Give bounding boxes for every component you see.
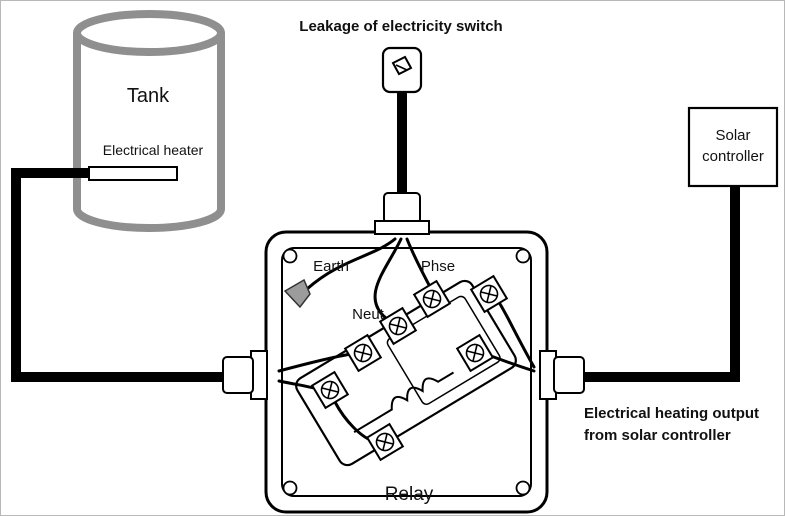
output-note-line1: Electrical heating output [584, 405, 759, 422]
phase-wire [405, 237, 432, 289]
solar-controller-line1: Solar [715, 127, 750, 144]
tank-title: Tank [127, 85, 170, 107]
relay-body-inner-detail [386, 295, 501, 405]
right-cable-gland [539, 350, 585, 400]
heater-element [88, 166, 178, 181]
screw-slot [395, 318, 401, 334]
gland-body [383, 192, 421, 224]
corner-screw [515, 480, 531, 496]
tank-bottom-arc [73, 208, 225, 232]
terminal-screw [455, 333, 495, 373]
right-gland-wire-2 [498, 302, 536, 369]
solar-output-wire [571, 185, 740, 382]
relay-title: Relay [385, 484, 434, 505]
earth-label: Earth [313, 258, 349, 275]
leakage-switch-label: Leakage of electricity switch [299, 18, 502, 35]
screw-slot [429, 291, 435, 307]
neutral-label: Neut [352, 306, 385, 323]
gland-body [553, 356, 585, 394]
screw-slot [472, 345, 478, 361]
earth-wire [305, 237, 397, 291]
corner-screw [282, 248, 298, 264]
tank-labels: Tank Electrical heater [103, 85, 204, 158]
relay-box-inner [281, 247, 532, 497]
relay-coil [353, 371, 455, 434]
heater-supply-wire [11, 168, 241, 382]
screw-slot [360, 345, 366, 361]
terminal-screw [310, 370, 350, 410]
terminal-screw [365, 422, 405, 462]
screw-slot [382, 434, 388, 450]
terminal-screw [469, 274, 509, 314]
left-cable-gland [222, 350, 268, 400]
switch-toggle-line [395, 64, 408, 71]
tank-top-lid [73, 10, 225, 56]
corner-screw [515, 248, 531, 264]
tank-heater-label: Electrical heater [103, 142, 204, 158]
terminal-screw [343, 333, 383, 373]
solar-controller-box [687, 106, 779, 188]
gland-flange [374, 220, 430, 235]
relay-component [295, 279, 517, 467]
earth-flag [283, 278, 311, 309]
terminal-screw [412, 279, 452, 319]
solar-controller-line2: controller [702, 148, 764, 165]
output-note-line2: from solar controller [584, 427, 731, 444]
tank [73, 10, 225, 232]
gland-body [222, 356, 254, 394]
screw-slot [327, 382, 333, 398]
left-gland-wire-1 [277, 352, 353, 373]
top-cable-gland [374, 192, 430, 235]
phase-label: Phse [421, 258, 455, 275]
relay-body [295, 279, 517, 467]
leakage-switch-icon [381, 46, 423, 94]
screw-slot [486, 286, 492, 302]
neutral-wire [373, 237, 403, 321]
solar-controller: Solar controller [687, 106, 779, 188]
corner-screw [282, 480, 298, 496]
terminal-screw [378, 306, 418, 346]
